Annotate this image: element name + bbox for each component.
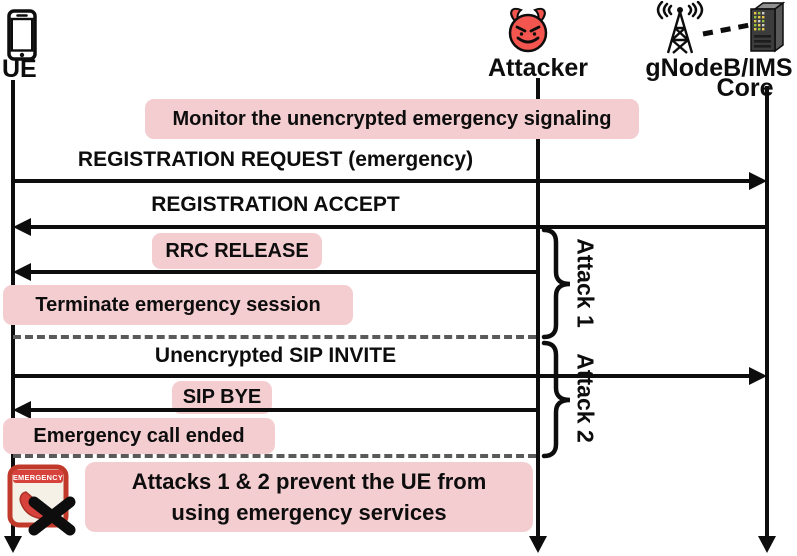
gnodeb-label-line1: gNodeB/IMS <box>645 54 793 82</box>
ue-lifeline-arrowhead-icon <box>4 536 22 553</box>
note-conclusion: Attacks 1 & 2 prevent the UE from using … <box>85 462 533 532</box>
note-conclusion-line1: Attacks 1 & 2 prevent the UE from <box>131 469 487 494</box>
note-call-ended: Emergency call ended <box>3 418 275 454</box>
ue-label: UE <box>2 55 37 83</box>
attack-braces-icon <box>541 227 571 459</box>
smartphone-icon <box>7 9 37 61</box>
gnodeb-label-line2: Core <box>716 74 774 102</box>
gnodeb-lifeline <box>765 86 769 538</box>
emergency-icon-label: EMERGENCY <box>13 473 63 482</box>
arrow-rrc-release-head-icon <box>13 263 31 281</box>
arrow-sip-bye-head-icon <box>13 401 31 419</box>
attacker-lifeline <box>536 78 540 538</box>
radio-link-dashes-icon <box>702 22 751 37</box>
attacker-devil-icon <box>508 7 548 53</box>
arrow-sip-invite-head-icon <box>749 367 767 385</box>
dashed-separator-1 <box>13 335 536 339</box>
msg-registration-request: REGISTRATION REQUEST (emergency) <box>77 148 474 171</box>
antenna-icon <box>656 1 704 54</box>
msg-registration-accept: REGISTRATION ACCEPT <box>151 193 400 216</box>
note-conclusion-line2: using emergency services <box>171 500 447 525</box>
emergency-call-blocked-icon: EMERGENCY <box>7 464 76 536</box>
server-icon <box>750 1 785 53</box>
attacker-lifeline-arrowhead-icon <box>529 536 547 553</box>
arrow-registration-accept <box>30 225 767 229</box>
arrow-registration-accept-head-icon <box>13 218 31 236</box>
dashed-separator-2 <box>13 454 536 458</box>
attack2-label: Attack 2 <box>572 353 599 443</box>
arrow-sip-bye <box>30 408 538 412</box>
arrow-registration-request <box>13 179 750 183</box>
gnodeb-lifeline-arrowhead-icon <box>758 536 776 553</box>
note-rrc-release: RRC RELEASE <box>152 233 322 269</box>
note-monitor: Monitor the unencrypted emergency signal… <box>145 99 639 139</box>
arrow-registration-request-head-icon <box>749 172 767 190</box>
arrow-rrc-release <box>30 270 538 274</box>
arrow-sip-invite <box>13 374 750 378</box>
attack1-label: Attack 1 <box>572 238 599 328</box>
msg-sip-invite: Unencrypted SIP INVITE <box>154 344 397 367</box>
note-terminate-session: Terminate emergency session <box>3 285 353 325</box>
attacker-label: Attacker <box>487 54 589 82</box>
